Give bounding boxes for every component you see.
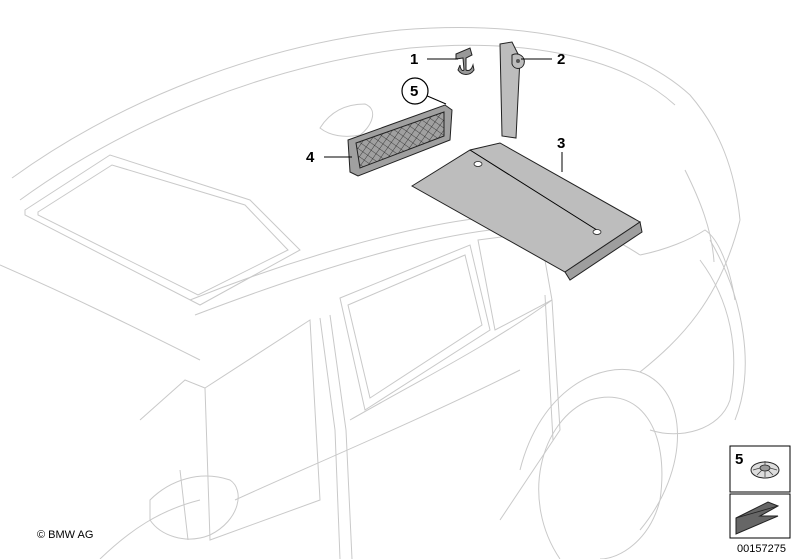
document-id: 00157275 (737, 543, 786, 555)
side-trim-panel-part (499, 41, 525, 139)
expanding-rivet-icon (750, 461, 780, 479)
callout-5-circle (401, 77, 429, 105)
legend-callout-5: 5 (735, 451, 743, 468)
floor-panel-part (411, 142, 643, 281)
legend-box: 5 (729, 445, 791, 493)
callout-2: 2 (557, 51, 565, 68)
arrow-icon (735, 501, 780, 535)
callout-1: 1 (410, 51, 418, 68)
callout-4: 4 (306, 149, 315, 166)
copyright-text: © BMW AG (37, 529, 93, 541)
callout-3: 3 (557, 135, 565, 152)
direction-arrow-box (729, 493, 791, 539)
callout-5: 5 (410, 83, 418, 100)
bracket-hook-part (455, 47, 475, 75)
luggage-net-part (347, 104, 453, 177)
leader-lines (324, 58, 563, 172)
car-body-outline (0, 27, 746, 559)
